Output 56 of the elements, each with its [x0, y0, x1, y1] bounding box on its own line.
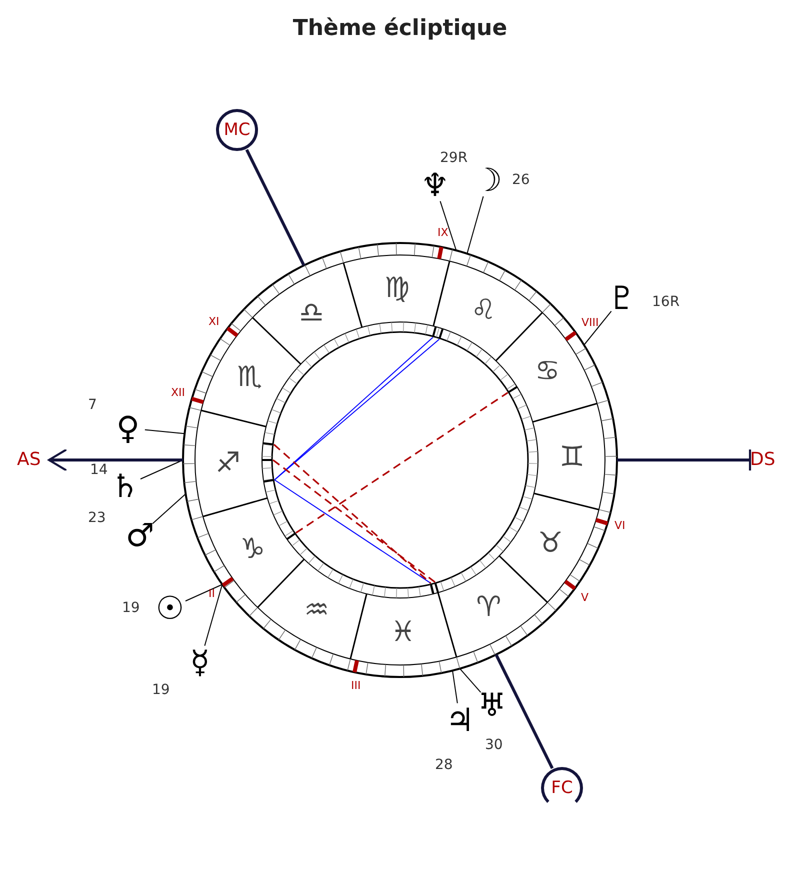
degree-label: 29R: [440, 150, 468, 166]
planet-symbol: ☽: [470, 162, 506, 198]
axis-line: [48, 448, 183, 472]
degree-label: 19: [122, 600, 140, 616]
leader-line: [185, 584, 223, 602]
house-number: VI: [614, 520, 626, 532]
leader-line: [204, 584, 223, 646]
degree-label: 26: [512, 172, 530, 188]
axis-line: [245, 149, 306, 266]
axis-line: [494, 654, 554, 769]
axis-label: AS: [17, 449, 41, 471]
house-number: VIII: [582, 317, 599, 329]
leader-line: [466, 196, 484, 254]
planet-symbol: ☿: [182, 644, 218, 680]
zodiac-sign-symbol: ♍: [384, 272, 410, 304]
zodiac-sign-symbol: ♉: [538, 527, 564, 560]
axis-line: [617, 448, 752, 472]
leader-line: [144, 429, 186, 434]
zodiac-sign-symbol: ♓: [390, 616, 416, 648]
leader-line: [584, 310, 612, 346]
zodiac-sign-symbol: ♎: [298, 296, 324, 329]
zodiac-sign-symbol: ♌: [470, 294, 496, 326]
planet-symbol: ☉: [152, 590, 188, 626]
zodiac-sign-symbol: ♑: [240, 532, 266, 565]
leader-line: [452, 670, 458, 704]
chart-title: Thème écliptique: [292, 16, 508, 41]
planet-symbol: ♄: [107, 468, 143, 504]
house-number: V: [581, 592, 589, 604]
leader-line: [152, 493, 186, 524]
house-number: XI: [208, 316, 220, 328]
degree-label: 23: [88, 510, 106, 526]
degree-label: 7: [88, 397, 97, 413]
leader-line: [140, 460, 184, 480]
planet-symbol: ♇: [604, 280, 640, 316]
zodiac-sign-symbol: ♈: [476, 591, 502, 624]
zodiac-sign-symbol: ♋: [534, 355, 560, 388]
leader-line: [440, 200, 457, 251]
leader-line: [459, 668, 482, 693]
zodiac-sign-symbol: ♐: [216, 447, 241, 479]
zodiac-sign-symbol: ♏: [237, 360, 262, 393]
planet-symbol: ♂: [122, 517, 158, 553]
planet-symbol: ♆: [417, 167, 453, 203]
house-number: IX: [438, 227, 448, 239]
planet-symbol: ♀: [110, 410, 146, 446]
degree-label: 16R: [652, 294, 680, 310]
house-number: III: [351, 680, 361, 692]
axis-marker-circle: MC: [216, 109, 258, 151]
zodiac-sign-symbol: ♒: [304, 594, 330, 626]
degree-label: 19: [152, 682, 170, 698]
zodiac-sign-symbol: ♊: [559, 440, 585, 473]
degree-label: 28: [435, 757, 453, 773]
degree-label: 14: [90, 462, 108, 478]
degree-label: 30: [485, 737, 503, 753]
axis-label: DS: [750, 449, 776, 471]
house-number: XII: [171, 387, 186, 399]
house-number: II: [208, 588, 215, 600]
